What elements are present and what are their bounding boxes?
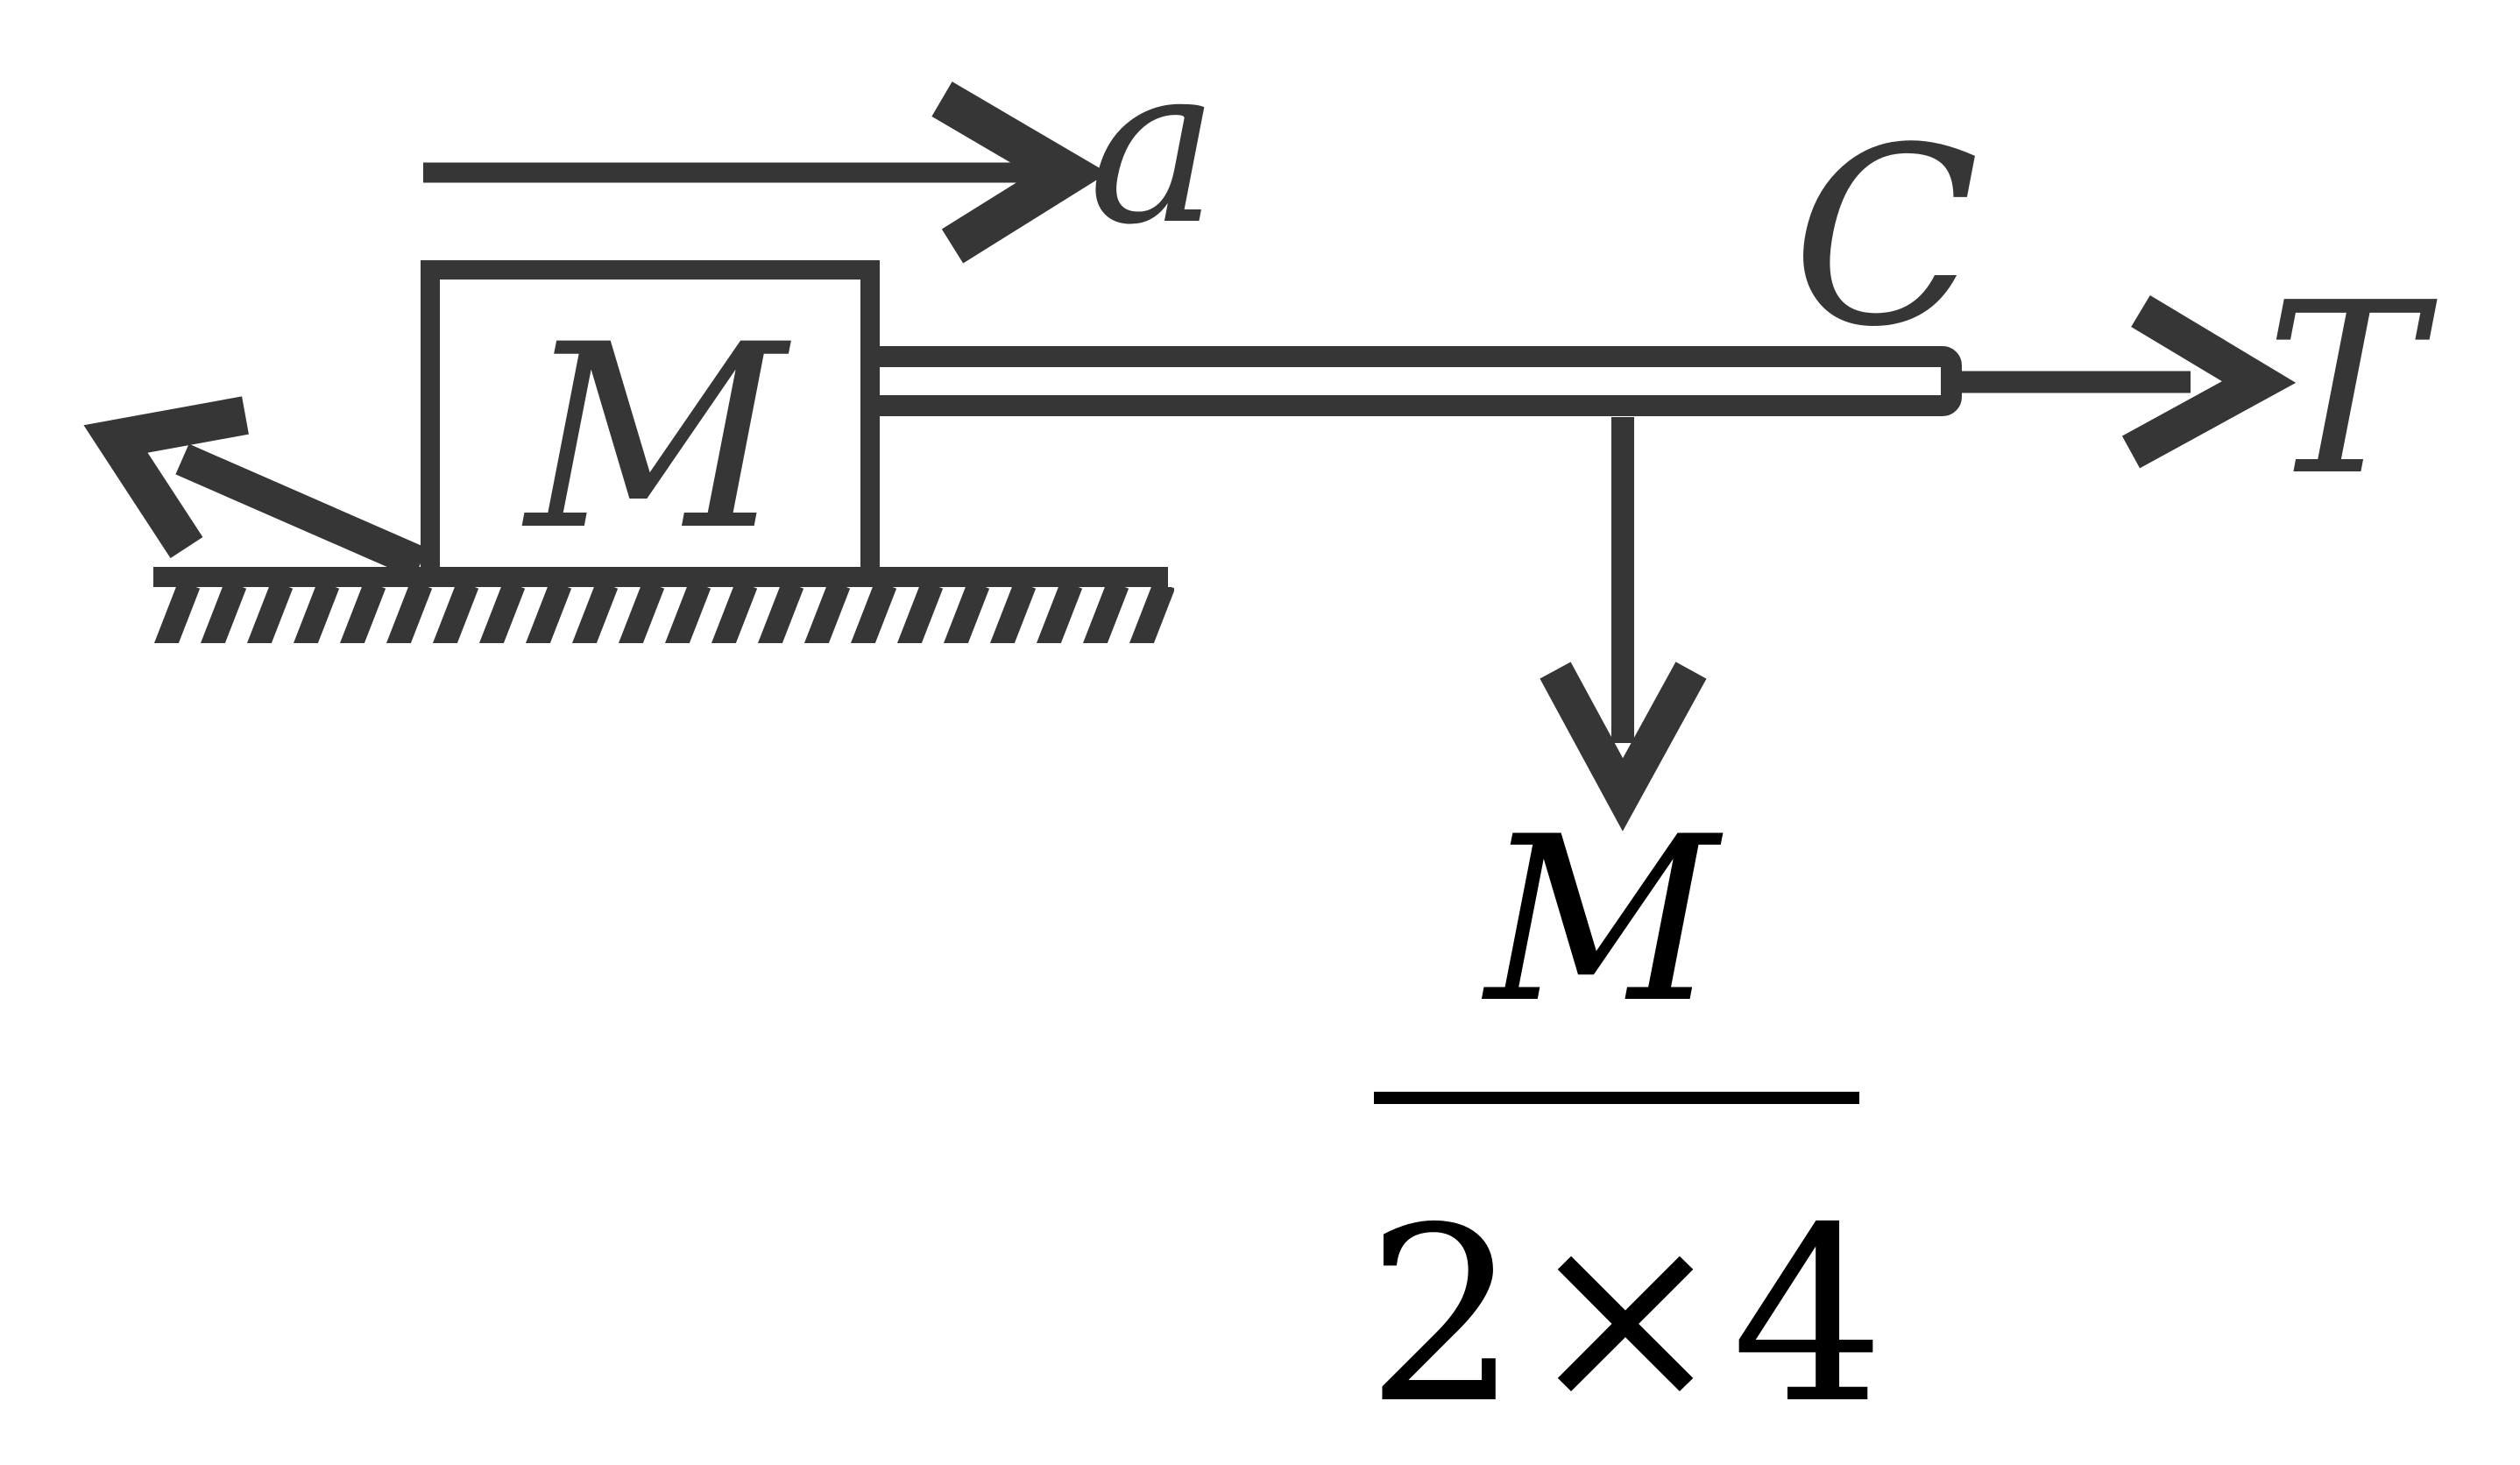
diagram-labels: a M C T bbox=[521, 18, 2439, 586]
fraction-denominator: 2×4 bbox=[1366, 1176, 1890, 1456]
fraction-numerator: M bbox=[1482, 789, 1724, 1053]
load-arrow-head bbox=[1540, 662, 1707, 832]
acceleration-label: a bbox=[1088, 18, 1219, 272]
friction-arrow-shaft bbox=[175, 443, 428, 579]
ground bbox=[153, 567, 1174, 643]
block-mass-label: M bbox=[521, 291, 791, 586]
fraction-bar bbox=[1374, 1092, 1859, 1104]
block bbox=[421, 260, 880, 586]
point-c-label: C bbox=[1792, 96, 1979, 381]
diagram-shapes bbox=[83, 81, 2297, 832]
load-fraction: M 2×4 bbox=[1366, 789, 1890, 1456]
friction-arrow-head bbox=[83, 396, 249, 559]
acceleration-arrow-head bbox=[931, 81, 1108, 264]
ground-hatching bbox=[153, 587, 1174, 643]
rod bbox=[876, 346, 1962, 416]
tension-arrow-head bbox=[2121, 294, 2297, 469]
tension-label: T bbox=[2265, 251, 2439, 527]
